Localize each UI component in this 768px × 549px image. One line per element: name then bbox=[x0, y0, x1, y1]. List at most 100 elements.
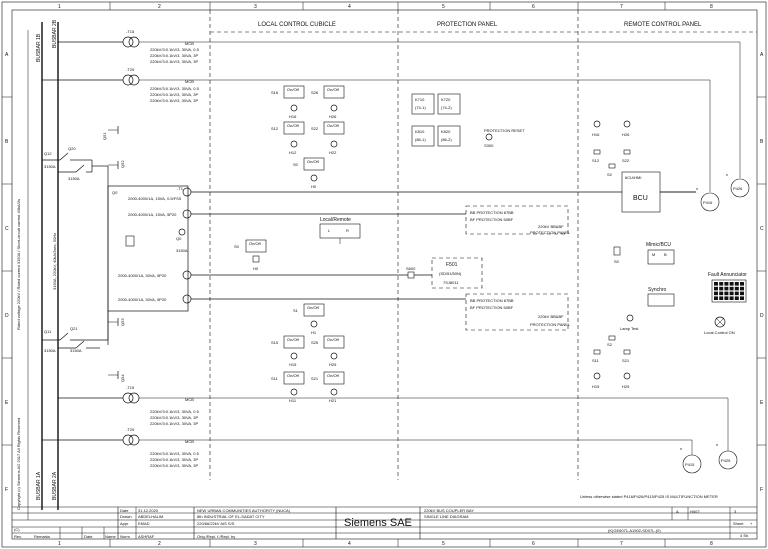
remote-switch[interactable]: H25 bbox=[622, 372, 631, 389]
vt-mcb: MCB bbox=[185, 41, 194, 46]
svg-text:H11: H11 bbox=[289, 398, 297, 403]
svg-text:Name: Name bbox=[105, 534, 116, 539]
row-label: F bbox=[760, 487, 763, 493]
svg-text:S1: S1 bbox=[293, 308, 299, 313]
relay-f501-model: 7SJ8011 bbox=[443, 280, 459, 285]
svg-text:H16: H16 bbox=[592, 132, 600, 137]
svg-text:31.12.2020: 31.12.2020 bbox=[138, 508, 159, 513]
disconnector-rating: 3150A bbox=[70, 348, 82, 353]
panel-text: PROTECTION PANEL bbox=[530, 230, 571, 235]
svg-text:S2: S2 bbox=[607, 172, 613, 177]
local-remote-switch[interactable]: Local/Remote L R bbox=[319, 217, 361, 244]
svg-text:+: + bbox=[750, 521, 753, 526]
remote-switch[interactable]: S2 bbox=[607, 163, 616, 177]
svg-text:NEW URBAN COMMUNITIES AUTHORIT: NEW URBAN COMMUNITIES AUTHORITY (NUCA) bbox=[197, 508, 291, 513]
svg-text:H25: H25 bbox=[622, 384, 630, 389]
svg-text:*: * bbox=[696, 188, 698, 194]
row-label: A bbox=[5, 52, 9, 58]
local-switch[interactable]: S22 On/Off H22 bbox=[311, 121, 345, 155]
row-label: B bbox=[760, 139, 764, 145]
local-switch[interactable]: S21 On/Off H21 bbox=[311, 371, 345, 403]
mimic-bcu-switch[interactable]: Mimic/BCU M B S0 bbox=[613, 242, 675, 265]
svg-text:Lamp Test: Lamp Test bbox=[620, 326, 639, 331]
svg-text:On/Off: On/Off bbox=[249, 241, 262, 246]
svg-text:H12: H12 bbox=[289, 150, 297, 155]
svg-text:S21: S21 bbox=[311, 376, 319, 381]
local-switch[interactable]: S26 On/Off H26 bbox=[311, 85, 345, 119]
meter-p416: P416 * bbox=[696, 188, 720, 212]
svg-text:H26: H26 bbox=[329, 114, 337, 119]
remote-switch[interactable]: H15 bbox=[592, 372, 601, 389]
annunciator-window bbox=[734, 282, 739, 286]
vt-rating: 220kV/3:0.1kV/3, 30VA, 3P bbox=[150, 53, 199, 58]
vt-rating: 220kV/3:0.1kV/3, 30VA, 3P bbox=[150, 59, 199, 64]
row-label: A bbox=[760, 52, 764, 58]
svg-text:Remarks: Remarks bbox=[34, 534, 50, 539]
column-label: 3 bbox=[254, 541, 257, 547]
svg-text:H15: H15 bbox=[592, 384, 600, 389]
annunciator-window bbox=[724, 286, 729, 291]
local-switch[interactable]: S16 On/Off H16 bbox=[271, 85, 305, 119]
local-switch[interactable]: S0 On/Off H0 bbox=[293, 157, 325, 189]
remote-switch[interactable]: H16 bbox=[592, 120, 601, 137]
svg-text:P415: P415 bbox=[685, 462, 695, 467]
vt-rating: 220kV/3:0.1kV/3, 30VA, 0.5 bbox=[150, 409, 200, 414]
annunciator-window bbox=[724, 291, 729, 296]
annunciator-window bbox=[729, 282, 734, 286]
column-label: 3 bbox=[254, 4, 257, 10]
column-label: 6 bbox=[532, 4, 535, 10]
section-title-local: LOCAL CONTROL CUBICLE bbox=[258, 22, 336, 28]
relay-f501-sub: (SD/51/50N) bbox=[439, 271, 462, 276]
svg-text:On/Off: On/Off bbox=[287, 123, 300, 128]
annunciator-window bbox=[729, 291, 734, 296]
svg-text:H16: H16 bbox=[289, 114, 297, 119]
protection-panel: K710 (74-1) K720 (74-2) K810 (86-1) K820… bbox=[406, 93, 571, 331]
coupler-bay: Q12 3150A Q20 3150A Q51 Q52 Q0 Q0 3150A … bbox=[42, 126, 192, 382]
svg-text:B: B bbox=[664, 252, 667, 257]
local-switch[interactable]: S15 On/Off H15 bbox=[271, 335, 305, 367]
section-title-protection: PROTECTION PANEL bbox=[437, 22, 498, 28]
svg-text:220/66/22kV AIS S/S: 220/66/22kV AIS S/S bbox=[197, 521, 235, 526]
panel-text: PROTECTION PANEL bbox=[530, 322, 571, 327]
earth-switch-label: Q51 bbox=[102, 132, 107, 140]
svg-text:*: * bbox=[716, 444, 718, 450]
annunciator-window bbox=[740, 291, 744, 296]
remote-switch[interactable]: S2 bbox=[607, 335, 616, 347]
column-label: 8 bbox=[710, 4, 713, 10]
svg-text:4 Sh.: 4 Sh. bbox=[740, 533, 749, 538]
remote-switch[interactable]: H26 bbox=[622, 120, 631, 137]
local-switch[interactable]: S12 On/Off H12 bbox=[271, 121, 305, 155]
local-switch[interactable]: S0 On/Off H0 bbox=[234, 239, 267, 271]
ct-id: -T1 bbox=[177, 186, 184, 191]
svg-text:S25: S25 bbox=[311, 340, 319, 345]
vt-id: -T15 bbox=[126, 29, 135, 34]
column-label: 7 bbox=[620, 541, 623, 547]
local-switch[interactable]: S25 On/Off H25 bbox=[311, 335, 345, 367]
svg-text:S21: S21 bbox=[622, 358, 630, 363]
remote-switch[interactable]: S11 bbox=[592, 349, 601, 363]
row-label: C bbox=[760, 226, 764, 232]
local-switch[interactable]: S1 On/Off H1 bbox=[293, 303, 325, 335]
synchro-switch[interactable]: Synchro bbox=[647, 287, 675, 307]
annunciator-window bbox=[729, 286, 734, 291]
relay-label: K710 bbox=[415, 97, 425, 102]
annunciator-window bbox=[719, 282, 724, 286]
local-switch[interactable]: S11 On/Off H11 bbox=[271, 371, 305, 403]
svg-text:On/Off: On/Off bbox=[327, 373, 340, 378]
remote-switch[interactable]: S21 bbox=[622, 349, 631, 363]
remote-switch[interactable]: S22 bbox=[622, 149, 631, 163]
document-number: (K)GE6071-A1902-SD07L-(0) bbox=[608, 528, 661, 533]
vt-id: -T20 bbox=[126, 67, 135, 72]
row-label: D bbox=[760, 313, 764, 319]
section-headers: LOCAL CONTROL CUBICLE PROTECTION PANEL R… bbox=[209, 10, 757, 480]
svg-text:SINGLE LINE DIAGRAM: SINGLE LINE DIAGRAM bbox=[424, 514, 468, 519]
remote-control-panel: H16 H26 S12 S22 S2 6CU/HMI BCU P416 * bbox=[580, 120, 750, 499]
remote-switch[interactable]: S12 bbox=[592, 149, 601, 163]
lamp-test-button[interactable]: Lamp Test bbox=[620, 314, 639, 331]
meter-p415: P415 * bbox=[680, 448, 702, 474]
protection-reset-button[interactable]: PROTECTION RESET S300 bbox=[484, 128, 525, 148]
svg-text:ABDELHALIM: ABDELHALIM bbox=[138, 514, 163, 519]
vt-id: -T15 bbox=[126, 385, 135, 390]
